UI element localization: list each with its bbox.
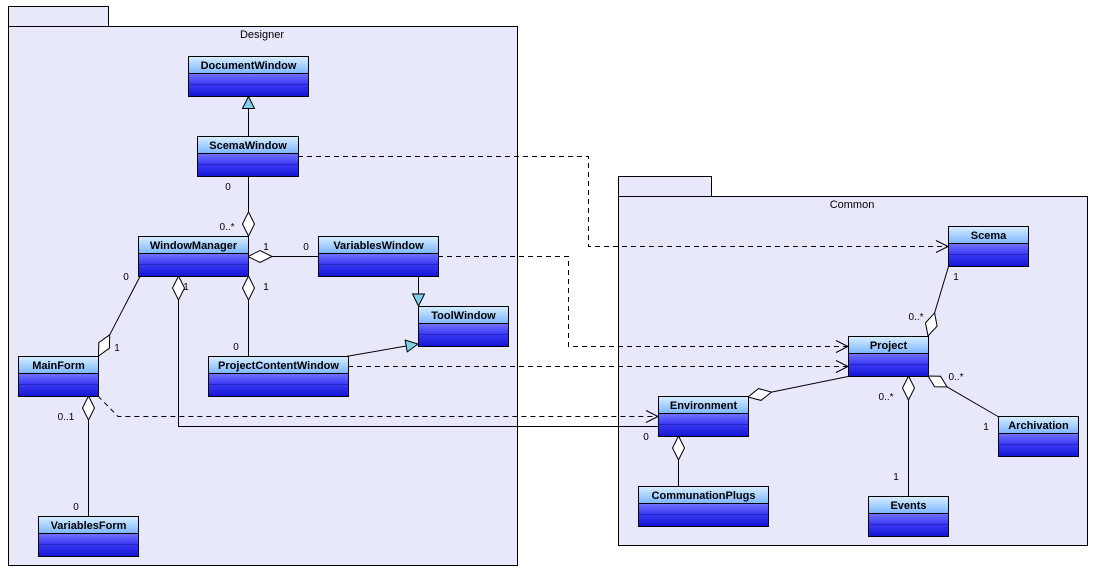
multiplicity-windowmanager-end: 1 <box>183 282 189 293</box>
aggregation-environment-project[interactable] <box>746 376 849 401</box>
class-name: Events <box>890 500 926 512</box>
class-archivation[interactable]: Archivation <box>998 416 1079 457</box>
class-scema-window[interactable]: ScemaWindow <box>197 136 299 177</box>
aggregation-project-archivation[interactable] <box>927 375 999 417</box>
association-line[interactable] <box>771 376 849 393</box>
multiplicity-project-end: 0..* <box>878 392 893 403</box>
association-line[interactable] <box>109 276 141 336</box>
aggregation-mainform-variablesform[interactable] <box>81 394 96 516</box>
aggregation-windowmanager-variableswindow[interactable] <box>246 249 318 264</box>
dependency-line[interactable] <box>298 156 947 247</box>
generalization-triangle <box>404 339 420 353</box>
generalization-line[interactable] <box>345 345 407 357</box>
aggregation-project-events[interactable] <box>901 374 916 496</box>
class-name: Scema <box>971 230 1007 242</box>
package-designer[interactable]: Designer <box>8 6 518 566</box>
class-name: Project <box>870 340 908 352</box>
package-body[interactable] <box>8 26 518 566</box>
multiplicity-mainform-end: 1 <box>114 343 120 354</box>
aggregation-windowmanager-environment[interactable] <box>171 274 659 427</box>
multiplicity-windowmanager-end: 0..* <box>219 222 234 233</box>
association-line[interactable] <box>934 266 949 314</box>
multiplicity-scemawindow-end: 0 <box>225 182 231 193</box>
class-window-manager[interactable]: WindowManager <box>138 236 249 277</box>
class-name: ScemaWindow <box>209 140 287 152</box>
package-tab[interactable] <box>618 176 712 197</box>
aggregation-scemawindow-windowmanager[interactable] <box>241 176 256 238</box>
association-line[interactable] <box>946 386 999 417</box>
class-variables-form[interactable]: VariablesForm <box>38 516 139 557</box>
class-environment[interactable]: Environment <box>658 396 749 437</box>
class-tool-window[interactable]: ToolWindow <box>418 306 509 347</box>
aggregation-windowmanager-projectcontentwindow[interactable] <box>241 274 256 356</box>
class-name: WindowManager <box>150 240 238 252</box>
multiplicity-variablesform-end: 0 <box>73 502 79 513</box>
class-variables-window[interactable]: VariablesWindow <box>318 236 439 277</box>
class-name: ToolWindow <box>431 310 496 322</box>
class-main-form[interactable]: MainForm <box>18 356 99 397</box>
package-label: Designer <box>240 29 284 41</box>
class-name: ProjectContentWindow <box>218 360 339 372</box>
multiplicity-project-end: 0..* <box>908 312 923 323</box>
class-name: Environment <box>670 400 738 412</box>
generalization-projectcontentwindow-toolwindow[interactable] <box>345 339 420 357</box>
class-events[interactable]: Events <box>868 496 949 537</box>
generalization-triangle <box>241 95 256 109</box>
package-label: Common <box>830 199 875 211</box>
generalization-scemawindow-documentwindow[interactable] <box>241 95 256 137</box>
generalization-triangle <box>411 293 426 308</box>
class-name: MainForm <box>32 360 85 372</box>
multiplicity-windowmanager-end: 0 <box>123 272 129 283</box>
class-scema[interactable]: Scema <box>948 226 1029 267</box>
association-line[interactable] <box>178 300 659 427</box>
aggregation-environment-communationplugs[interactable] <box>671 434 686 486</box>
class-communation-plugs[interactable]: CommunationPlugs <box>638 486 769 527</box>
class-document-window[interactable]: DocumentWindow <box>188 56 309 97</box>
aggregation-diamond <box>97 333 111 357</box>
aggregation-project-scema[interactable] <box>924 266 949 338</box>
package-tab[interactable] <box>8 6 109 27</box>
aggregation-diamond <box>924 311 938 338</box>
multiplicity-mainform-end: 0..1 <box>58 412 75 423</box>
multiplicity-windowmanager-end: 1 <box>263 242 269 253</box>
class-project-content-window[interactable]: ProjectContentWindow <box>208 356 349 397</box>
class-name: VariablesWindow <box>333 240 424 252</box>
multiplicity-projectcontentwindow-end: 0 <box>233 342 239 353</box>
multiplicity-environment-end: 0 <box>643 432 649 443</box>
multiplicity-variableswindow-end: 0 <box>303 242 309 253</box>
aggregation-mainform-windowmanager[interactable] <box>97 276 141 357</box>
aggregation-diamond <box>241 210 256 238</box>
dependency-line[interactable] <box>97 395 657 417</box>
generalization-variableswindow-toolwindow[interactable] <box>411 276 426 308</box>
dependency-line[interactable] <box>438 256 847 347</box>
class-name: CommunationPlugs <box>652 490 756 502</box>
multiplicity-windowmanager-end: 1 <box>263 282 269 293</box>
multiplicity-events-end: 1 <box>893 472 899 483</box>
multiplicity-project-end: 0..* <box>948 372 963 383</box>
class-name: VariablesForm <box>51 520 127 532</box>
class-project[interactable]: Project <box>848 336 929 377</box>
multiplicity-scema-end: 1 <box>953 272 959 283</box>
class-name: DocumentWindow <box>201 60 297 72</box>
multiplicity-archivation-end: 1 <box>983 422 989 433</box>
class-name: Archivation <box>1008 420 1069 432</box>
